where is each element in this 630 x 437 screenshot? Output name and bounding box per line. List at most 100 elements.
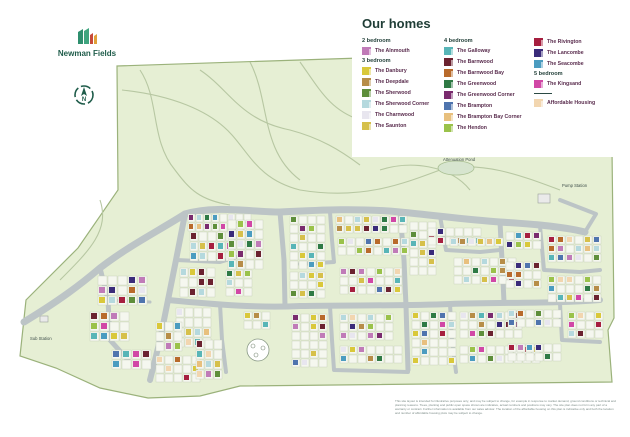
house-footprint — [348, 239, 353, 244]
house-plot — [348, 276, 358, 286]
house-type-name: The Lancombe — [547, 49, 584, 56]
house-footprint — [386, 287, 391, 292]
house-plot — [316, 251, 326, 261]
house-footprint — [395, 287, 400, 292]
house-type-swatch-icon — [444, 123, 454, 132]
house-footprint — [525, 242, 530, 247]
house-plot — [574, 235, 584, 245]
house-plot — [507, 352, 517, 362]
house-footprint — [309, 291, 314, 296]
legend-group-heading: 5 bedroom — [534, 71, 563, 77]
house-plot — [366, 267, 376, 277]
house-plot — [447, 311, 457, 321]
house-plot — [409, 257, 419, 267]
house-footprint — [576, 255, 581, 260]
house-plot — [109, 321, 120, 332]
house-plot — [495, 329, 505, 339]
house-footprint — [440, 331, 445, 336]
house-type-swatch-icon — [362, 66, 372, 75]
house-plot — [357, 285, 367, 295]
house-footprint — [199, 279, 204, 285]
house-type-name: The Brampton Bay Corner — [457, 113, 522, 120]
house-footprint — [359, 278, 364, 283]
house-plot — [164, 321, 174, 332]
house-plot — [462, 266, 472, 276]
house-footprint — [113, 361, 119, 367]
house-footprint — [536, 311, 541, 316]
house-footprint — [474, 238, 479, 243]
house-plot — [339, 285, 349, 295]
house-plot — [193, 317, 203, 328]
house-footprint — [500, 259, 505, 264]
house-type-swatch-icon — [444, 101, 454, 110]
house-footprint — [460, 239, 465, 244]
house-footprint — [157, 357, 162, 362]
house-footprint — [377, 356, 382, 361]
house-footprint — [191, 243, 196, 249]
house-footprint — [197, 351, 202, 357]
house-plot — [373, 246, 383, 256]
house-plot — [477, 354, 487, 364]
house-plot — [384, 322, 394, 332]
house-footprint — [200, 253, 205, 259]
house-footprint — [186, 329, 191, 335]
house-plot — [418, 266, 428, 276]
house-plot — [384, 276, 394, 286]
house-plot — [411, 320, 421, 330]
house-footprint — [429, 259, 434, 264]
house-footprint — [585, 286, 590, 291]
house-plot — [300, 349, 310, 359]
house-plot — [574, 275, 584, 285]
house-plot — [393, 354, 403, 364]
house-footprint — [558, 277, 563, 282]
house-plot — [471, 257, 481, 267]
house-plot — [318, 349, 328, 359]
house-footprint — [479, 331, 484, 336]
house-footprint — [497, 356, 502, 361]
house-footprint — [209, 243, 214, 249]
house-footprint — [341, 347, 346, 352]
house-type-swatch-icon — [362, 121, 372, 130]
house-plot — [552, 343, 562, 353]
house-plot — [291, 349, 301, 359]
house-footprint — [133, 351, 139, 357]
house-footprint — [567, 277, 572, 282]
house-footprint — [247, 221, 252, 227]
house-plot — [155, 331, 165, 342]
house-footprint — [186, 339, 191, 345]
house-plot — [355, 237, 365, 247]
house-type-swatch-icon — [534, 59, 544, 68]
house-footprint — [549, 286, 554, 291]
house-footprint — [139, 287, 145, 293]
house-footprint — [364, 217, 369, 222]
house-footprint — [359, 324, 364, 329]
house-footprint — [525, 233, 530, 238]
house-footprint — [129, 287, 135, 293]
house-footprint — [549, 237, 554, 242]
house-plot — [418, 257, 428, 267]
house-footprint — [545, 320, 550, 325]
house-footprint — [534, 281, 539, 286]
house-footprint — [384, 248, 389, 253]
legend-item: The Lancombe — [534, 47, 595, 58]
house-plot — [245, 249, 255, 260]
house-footprint — [139, 277, 145, 283]
house-type-swatch-icon — [534, 48, 544, 57]
house-type-name: The Greenwood — [457, 80, 497, 87]
house-plot — [382, 237, 392, 247]
house-footprint — [99, 287, 105, 293]
legend-item: The Greenwood — [444, 78, 522, 89]
house-footprint — [245, 271, 250, 276]
house-plot — [543, 343, 553, 353]
house-footprint — [166, 333, 171, 339]
house-footprint — [516, 272, 521, 277]
house-footprint — [101, 333, 107, 339]
house-plot — [472, 227, 482, 237]
legend-item: The Deepdale — [362, 76, 429, 87]
house-plot — [565, 244, 575, 254]
legend-item: The Barnwood Bay — [444, 67, 522, 78]
house-plot — [318, 340, 328, 350]
house-footprint — [491, 277, 496, 282]
